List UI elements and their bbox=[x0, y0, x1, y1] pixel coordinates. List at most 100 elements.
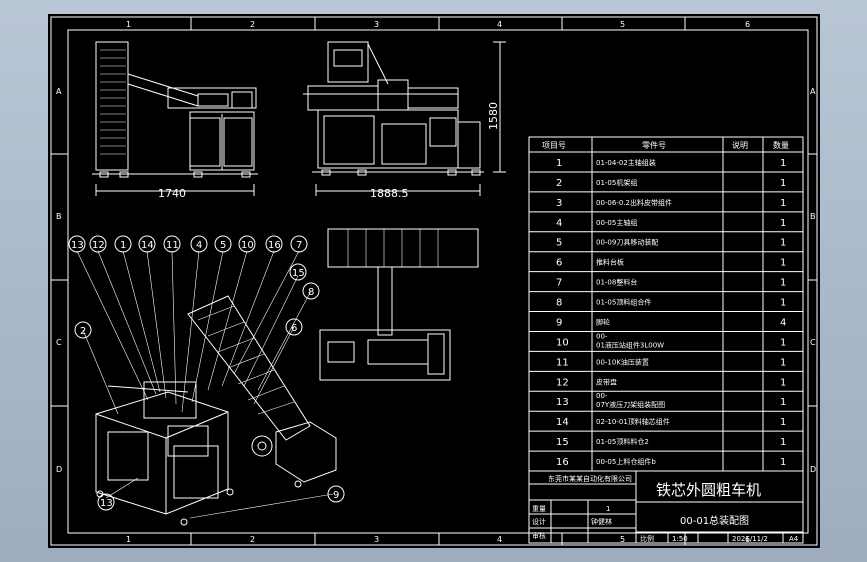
row-marker: C bbox=[810, 338, 816, 347]
balloon-7: 7 bbox=[296, 240, 302, 251]
bom-item-no: 12 bbox=[556, 377, 569, 388]
bom-item-no: 9 bbox=[556, 317, 562, 328]
bom-item-no: 4 bbox=[556, 218, 562, 229]
bom-qty: 1 bbox=[780, 278, 786, 289]
bom-row: 14 02-10-01顶料轴芯组件 1 bbox=[556, 417, 786, 428]
bom-part-no: 07Y液压刀架组装配图 bbox=[596, 400, 665, 409]
bom-part-no: 00-05上料仓组件b bbox=[596, 457, 656, 466]
bom-qty: 1 bbox=[780, 357, 786, 368]
designer-name: 钟健林 bbox=[591, 517, 612, 526]
row-markers: A B C D A B C D bbox=[51, 87, 817, 474]
col-marker: 2 bbox=[250, 20, 255, 29]
front-view: 1740 bbox=[92, 41, 258, 200]
balloon-2: 2 bbox=[80, 326, 86, 337]
bom-qty: 1 bbox=[780, 238, 786, 249]
column-markers: 1 2 3 4 5 6 1 2 3 4 5 6 bbox=[126, 17, 750, 545]
col-marker: 5 bbox=[620, 20, 625, 29]
scale-label: 比例 bbox=[640, 534, 654, 543]
bom-item-no: 16 bbox=[556, 457, 569, 468]
bom-part-no: 00-05主轴组 bbox=[596, 218, 637, 227]
balloon-callouts: 13 12 1 14 11 4 5 10 16 7 15 8 2 6 13 9 bbox=[68, 235, 345, 519]
bom-header-part: 零件号 bbox=[642, 140, 666, 150]
balloon-6: 6 bbox=[291, 323, 297, 334]
dim-front-width: 1740 bbox=[158, 187, 186, 200]
bom-part-no: 00- bbox=[596, 332, 608, 340]
drawing-code: 00-01总装配图 bbox=[680, 514, 749, 527]
bom-item-no: 8 bbox=[556, 298, 562, 309]
bom-header-desc: 说明 bbox=[732, 140, 748, 150]
bom-part-no: 00-06-0.2出料皮带组件 bbox=[596, 198, 672, 207]
row-marker: A bbox=[810, 87, 816, 96]
balloon-15: 15 bbox=[292, 268, 305, 279]
qty-value: 1 bbox=[606, 505, 610, 513]
col-marker: 2 bbox=[250, 535, 255, 544]
balloon-12: 12 bbox=[92, 240, 105, 251]
bom-header-item: 项目号 bbox=[542, 141, 566, 150]
inner-border bbox=[67, 29, 809, 534]
balloon-4: 4 bbox=[196, 240, 202, 251]
col-marker: 4 bbox=[497, 20, 502, 29]
bom-qty: 1 bbox=[780, 158, 786, 169]
bom-qty: 1 bbox=[780, 298, 786, 309]
isometric-view bbox=[95, 295, 337, 526]
balloon-8: 8 bbox=[308, 287, 314, 298]
dim-height: 1580 bbox=[487, 102, 500, 130]
bom-qty: 1 bbox=[780, 337, 786, 348]
balloon-10: 10 bbox=[241, 240, 254, 251]
bom-part-no: 01-05机架组 bbox=[596, 178, 637, 187]
side-view: 1888.5 1580 bbox=[303, 41, 506, 200]
bom-row: 8 01-05顶料组合件 1 bbox=[556, 298, 786, 309]
bom-part-no: 00-09刀具移动装配 bbox=[596, 238, 658, 247]
sheet-size: A4 bbox=[789, 535, 799, 543]
col-marker: 4 bbox=[497, 535, 502, 544]
bom-part-no: 00-10K油压装置 bbox=[596, 357, 649, 366]
dim-side-width: 1888.5 bbox=[370, 187, 409, 200]
col-marker: 1 bbox=[126, 20, 131, 29]
col-marker: 3 bbox=[374, 535, 379, 544]
drawing-date: 2021/11/2 bbox=[732, 535, 768, 543]
row-marker: D bbox=[56, 465, 62, 474]
bom-item-no: 6 bbox=[556, 258, 562, 269]
bom-item-no: 10 bbox=[556, 337, 569, 348]
company-name: 东莞市某某自动化有限公司 bbox=[548, 474, 632, 483]
col-marker: 6 bbox=[745, 535, 750, 544]
bom-item-no: 7 bbox=[556, 278, 562, 289]
bom-row: 10 00-01液压站组件3L00W 1 bbox=[556, 332, 786, 349]
bom-item-no: 1 bbox=[556, 158, 562, 169]
bom-part-no: 00- bbox=[596, 392, 608, 400]
balloon-1: 1 bbox=[120, 240, 126, 251]
bom-header-qty: 数量 bbox=[773, 140, 789, 150]
outer-border bbox=[50, 16, 818, 546]
bom-qty: 1 bbox=[780, 417, 786, 428]
balloon-14: 14 bbox=[141, 240, 154, 251]
checker-label: 审核 bbox=[532, 531, 546, 540]
drawing-canvas: 1 2 3 4 5 6 1 2 3 4 5 6 A B C D A B C D bbox=[50, 16, 818, 546]
balloon-13a: 13 bbox=[71, 240, 84, 251]
bom-part-no: 01-05顶料组合件 bbox=[596, 298, 651, 307]
cad-viewport[interactable]: 1 2 3 4 5 6 1 2 3 4 5 6 A B C D A B C D bbox=[48, 14, 820, 548]
bom-item-no: 14 bbox=[556, 417, 569, 428]
bom-part-no: 01液压站组件3L00W bbox=[596, 340, 664, 349]
title-block: 东莞市某某自动化有限公司 重量 1 设计 钟健林 审核 铁芯外圆粗车机 00-0… bbox=[528, 470, 804, 544]
row-marker: B bbox=[56, 212, 62, 221]
machine-title: 铁芯外圆粗车机 bbox=[656, 481, 761, 499]
bom-qty: 1 bbox=[780, 377, 786, 388]
bom-item-no: 13 bbox=[556, 397, 569, 408]
bom-item-no: 5 bbox=[556, 238, 562, 249]
bom-item-no: 15 bbox=[556, 437, 569, 448]
bom-qty: 1 bbox=[780, 198, 786, 209]
weight-label: 重量 bbox=[532, 505, 546, 513]
col-marker: 3 bbox=[374, 20, 379, 29]
top-view bbox=[319, 228, 479, 381]
bom-part-no: 02-10-01顶料轴芯组件 bbox=[596, 417, 670, 426]
bom-qty: 1 bbox=[780, 218, 786, 229]
bom-item-no: 2 bbox=[556, 178, 562, 189]
